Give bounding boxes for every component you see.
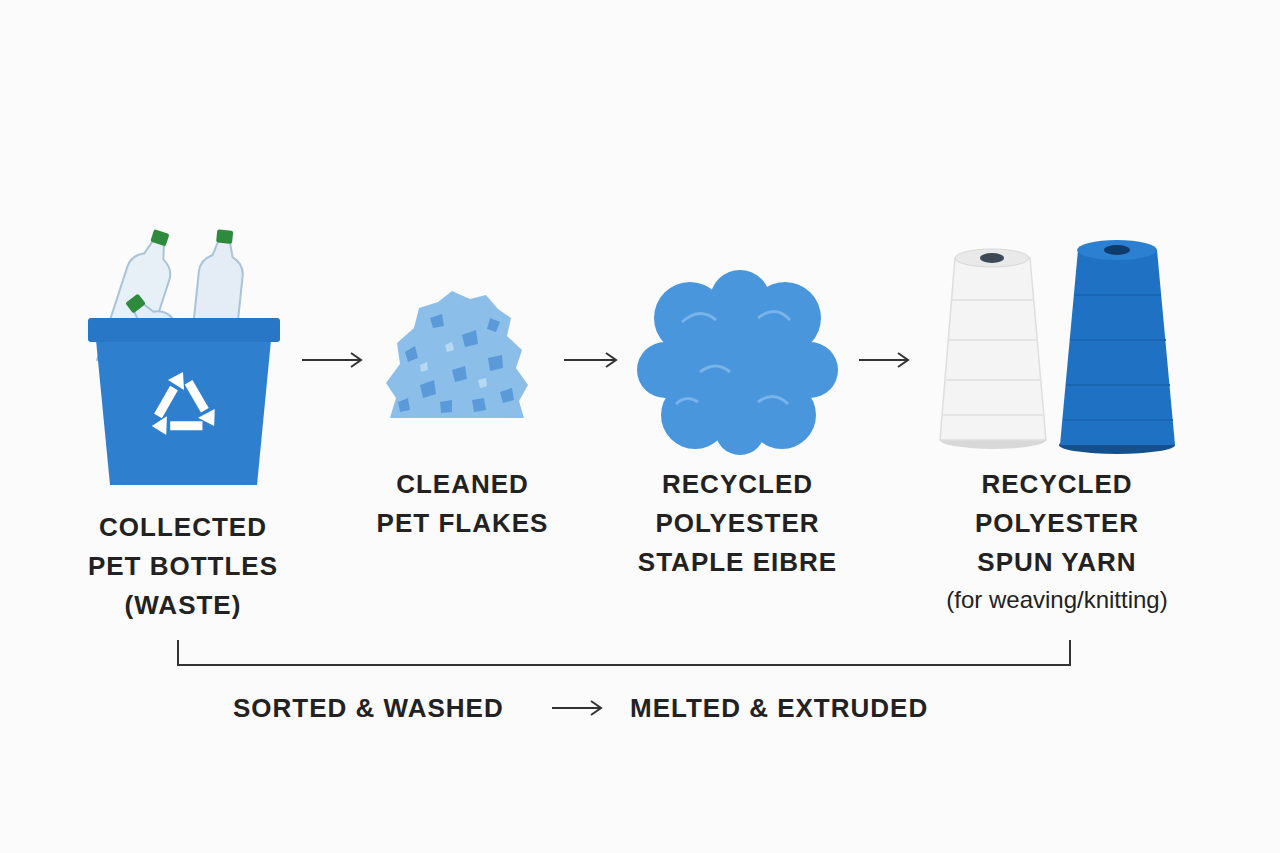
- process-stage: CLEANED PET FLAKES: [365, 290, 560, 543]
- process-step-label: SORTED & WASHED: [233, 690, 504, 726]
- recycle-symbol: [151, 372, 226, 448]
- white-yarn-cone: [940, 249, 1046, 449]
- stage-note: (for weaving/knitting): [912, 584, 1202, 616]
- bin-rim: [88, 318, 280, 342]
- process-stage: COLLECTED PET BOTTLES (WASTE): [68, 210, 298, 625]
- stage-title: COLLECTED PET BOTTLES (WASTE): [76, 508, 291, 625]
- recycling-bin: [96, 340, 271, 485]
- flow-arrow: [859, 353, 908, 367]
- flow-arrow: [302, 353, 361, 367]
- staple-fibre: [637, 270, 838, 455]
- stage-title: CLEANED PET FLAKES: [377, 465, 549, 543]
- process-stage: RECYCLED POLYESTER STAPLE EIBRE: [620, 270, 855, 582]
- stage-title: RECYCLED POLYESTER SPUN YARN: [942, 465, 1172, 582]
- blue-yarn-cone: [1059, 240, 1175, 454]
- process-step-label: MELTED & EXTRUDED: [630, 690, 928, 726]
- pet-flakes: [386, 291, 528, 418]
- bracket: [178, 640, 1070, 665]
- flow-arrow: [552, 701, 601, 715]
- process-stage: RECYCLED POLYESTER SPUN YARN(for weaving…: [912, 240, 1202, 616]
- stage-title: RECYCLED POLYESTER STAPLE EIBRE: [625, 465, 850, 582]
- flow-arrow: [564, 353, 616, 367]
